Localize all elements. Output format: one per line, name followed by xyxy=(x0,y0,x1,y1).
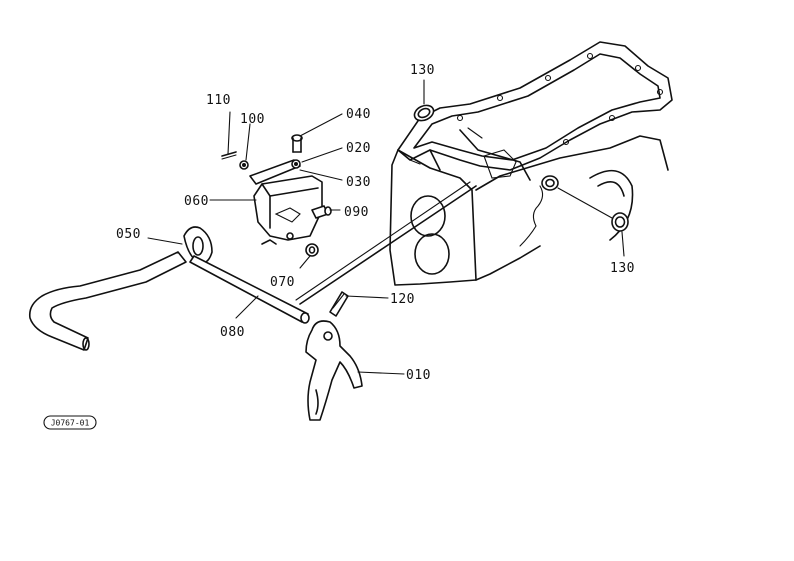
bolt-040 xyxy=(291,134,303,153)
leader-lines xyxy=(147,79,625,375)
part-labels: 110 100 040 020 030 060 090 050 070 080 … xyxy=(116,63,635,383)
transmission-housing xyxy=(389,41,673,286)
oil-seal-130-upper xyxy=(413,104,435,122)
label-130-right: 130 xyxy=(610,261,635,276)
housing-seal-ring xyxy=(541,175,559,191)
label-030: 030 xyxy=(346,175,371,190)
reference-code: J0767-01 xyxy=(51,419,90,428)
oil-seal-130-right xyxy=(611,212,629,232)
label-080: 080 xyxy=(220,325,245,340)
label-050: 050 xyxy=(116,227,141,242)
shift-fork-010 xyxy=(305,320,363,421)
label-020: 020 xyxy=(346,141,371,156)
flange-bolt-holes xyxy=(456,52,664,146)
spring-pin-120 xyxy=(329,291,349,317)
label-100: 100 xyxy=(240,112,265,127)
label-110: 110 xyxy=(206,93,231,108)
lever-030 xyxy=(249,159,301,185)
label-060: 060 xyxy=(184,194,209,209)
label-130-upper: 130 xyxy=(410,63,435,78)
washer-100 xyxy=(239,160,249,170)
label-090: 090 xyxy=(344,205,369,220)
reference-code-badge: J0767-01 xyxy=(43,415,97,430)
nut-070 xyxy=(305,243,319,257)
label-010: 010 xyxy=(406,368,431,383)
bolt-090 xyxy=(311,205,332,219)
pin-110 xyxy=(221,151,237,160)
shift-rod-050 xyxy=(28,251,187,351)
label-040: 040 xyxy=(346,107,371,122)
shift-shaft-080 xyxy=(189,255,310,324)
label-070: 070 xyxy=(270,275,295,290)
bracket-060 xyxy=(253,175,323,245)
label-120: 120 xyxy=(390,292,415,307)
